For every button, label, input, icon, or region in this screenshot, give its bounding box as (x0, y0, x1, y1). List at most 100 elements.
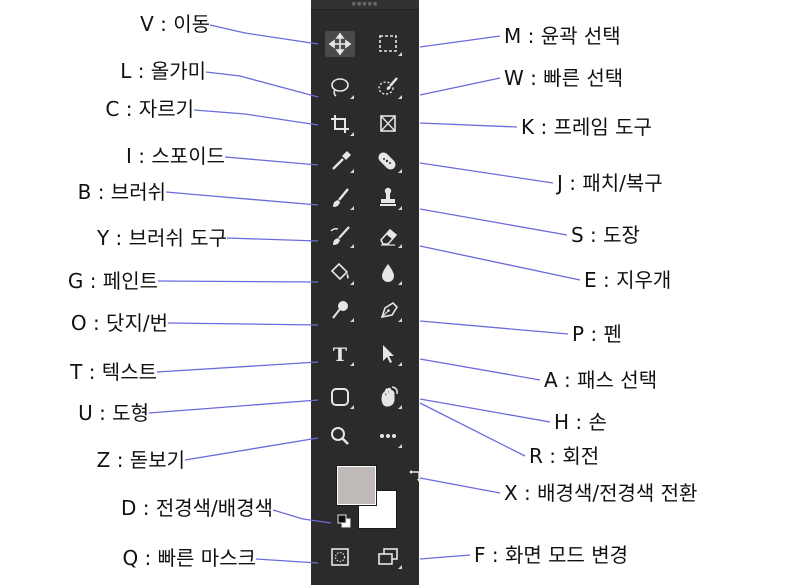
leader-screen-mode (419, 554, 471, 560)
lasso-icon (331, 78, 349, 97)
marquee-icon (379, 35, 397, 52)
label-stamp: S : 도장 (571, 223, 640, 247)
label-eyedropper: I : 스포이드 (126, 144, 225, 168)
leader-eraser (419, 245, 581, 281)
label-history-brush: Y : 브러쉬 도구 (96, 226, 227, 250)
toolbar-grip[interactable]: ●●●●● (311, 0, 419, 10)
leader-shape (148, 399, 319, 414)
foreground-color-swatch[interactable] (337, 466, 376, 505)
leader-text (156, 361, 319, 373)
label-hand: H : 손 (554, 410, 607, 434)
path-selection-tool[interactable] (373, 341, 403, 367)
marquee-tool[interactable] (373, 31, 403, 57)
lasso-tool[interactable] (325, 74, 355, 100)
brush-icon (333, 188, 349, 207)
blur-tool[interactable] (373, 260, 403, 286)
label-brush: B : 브러쉬 (77, 180, 166, 204)
move-tool[interactable] (325, 31, 355, 57)
label-shape: U : 도형 (78, 401, 149, 425)
zoom-tool[interactable] (325, 423, 355, 449)
history-brush-icon (330, 226, 350, 245)
rectangle-shape-icon (331, 388, 349, 406)
label-rotate: R : 회전 (529, 444, 600, 468)
label-frame: K : 프레임 도구 (521, 115, 652, 139)
eraser-icon (380, 228, 398, 246)
label-path-select: A : 패스 선택 (544, 368, 658, 392)
label-swap-colors: X : 배경색/전경색 전환 (504, 481, 698, 505)
move-icon (328, 32, 352, 56)
label-pen: P : 펜 (572, 322, 622, 346)
leader-marquee (419, 35, 501, 48)
eraser-tool[interactable] (373, 223, 403, 249)
leader-stamp (419, 208, 568, 236)
zoom-icon (331, 427, 349, 445)
history-brush-tool[interactable] (325, 223, 355, 249)
leader-lasso (205, 71, 319, 98)
pen-icon (380, 301, 399, 319)
stamp-tool[interactable] (373, 185, 403, 211)
label-move: V : 이동 (140, 12, 210, 36)
leader-quick-select (419, 77, 501, 96)
label-marquee: M : 윤곽 선택 (504, 24, 621, 48)
leader-patch-heal (419, 162, 554, 184)
label-lasso: L : 올가미 (120, 59, 206, 83)
path-selection-arrow-icon (383, 345, 394, 363)
label-quick-mask: Q : 빠른 마스크 (122, 546, 256, 570)
dodge-icon (332, 301, 348, 319)
edit-toolbar-button[interactable] (373, 423, 403, 449)
default-colors-icon[interactable] (337, 514, 351, 528)
leader-paint-bucket (157, 280, 319, 283)
label-screen-mode: F : 화면 모드 변경 (474, 543, 629, 567)
label-crop: C : 자르기 (105, 97, 194, 121)
leader-move (209, 24, 319, 45)
label-paint-bucket: G : 페인트 (67, 269, 158, 293)
dodge-tool[interactable] (325, 297, 355, 323)
quick-selection-tool[interactable] (373, 74, 403, 100)
quick-selection-icon (378, 77, 398, 95)
paint-bucket-icon (330, 262, 349, 281)
screen-mode-icon (378, 548, 398, 565)
healing-brush-tool[interactable] (373, 148, 403, 174)
screen-mode-tool[interactable] (373, 544, 403, 570)
label-dodge-burn: O : 닷지/번 (70, 311, 168, 335)
leader-pen (419, 320, 569, 335)
leader-eyedropper (224, 156, 319, 166)
type-tool[interactable]: T (325, 341, 355, 367)
leader-path-select (419, 358, 541, 381)
leader-rotate (419, 402, 526, 457)
label-eraser: E : 지우개 (584, 268, 672, 292)
label-quick-select: W : 빠른 선택 (504, 66, 624, 90)
type-icon: T (333, 344, 347, 366)
shape-tool[interactable] (325, 384, 355, 410)
rotate-view-hand-icon (381, 386, 398, 407)
quick-mask-icon (331, 548, 349, 566)
label-text: T : 텍스트 (70, 360, 157, 384)
brush-tool[interactable] (325, 185, 355, 211)
label-colors: D : 전경색/배경색 (121, 496, 273, 520)
quick-mask-tool[interactable] (325, 544, 355, 570)
label-patch-heal: J : 패치/복구 (557, 171, 663, 195)
leader-zoom (184, 437, 319, 461)
hand-rotate-tool[interactable] (373, 384, 403, 410)
more-tools-icon (380, 434, 396, 438)
leader-hand (419, 398, 551, 423)
leader-dodge-burn (167, 322, 319, 326)
leader-crop (193, 109, 319, 126)
stamp-icon (380, 187, 396, 206)
pen-tool[interactable] (373, 297, 403, 323)
healing-brush-icon (378, 152, 396, 170)
eyedropper-tool[interactable] (325, 148, 355, 174)
frame-icon (380, 115, 396, 132)
leader-swap-colors (419, 477, 501, 494)
swap-colors-icon[interactable] (408, 468, 424, 484)
leader-history-brush (226, 237, 319, 242)
paint-bucket-tool[interactable] (325, 260, 355, 286)
leader-quick-mask (255, 558, 319, 564)
svg-text:T: T (333, 344, 347, 366)
label-zoom: Z : 돋보기 (96, 448, 185, 472)
eyedropper-icon (332, 151, 351, 170)
crop-tool[interactable] (325, 111, 355, 137)
frame-tool[interactable] (373, 111, 403, 137)
leader-brush (165, 191, 319, 206)
